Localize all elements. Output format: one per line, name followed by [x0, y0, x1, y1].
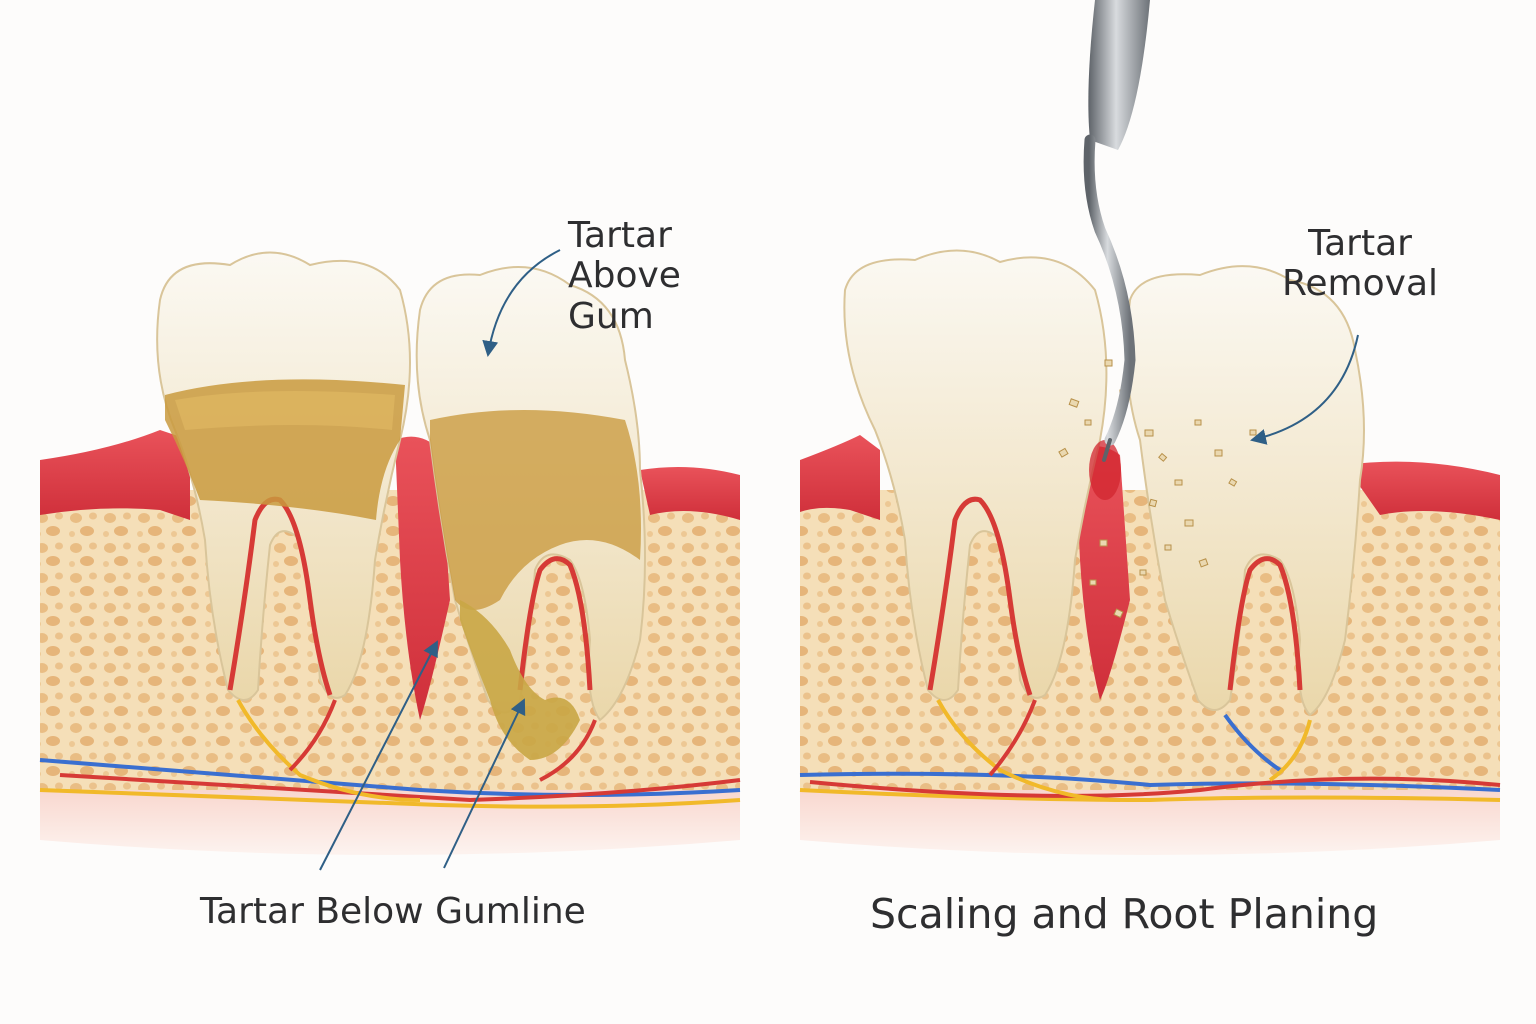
- right-panel: [799, 0, 1501, 855]
- right-gum-right: [1345, 461, 1500, 520]
- bleeding-area: [1089, 440, 1121, 500]
- left-base-tissue: [40, 770, 740, 855]
- annotation-arrows: [319, 249, 1359, 871]
- scaler-instrument: [1083, 0, 1150, 462]
- right-vessels: [799, 699, 1501, 803]
- label-above-line-2: Above: [568, 255, 681, 297]
- subgingival-tartar: [460, 600, 580, 760]
- right-molar-2: [1125, 265, 1365, 717]
- arrow-below-gumline-2: [443, 698, 526, 869]
- left-gum-right: [640, 466, 740, 520]
- label-above-line-3: Gum: [568, 295, 654, 337]
- right-gum-interdental: [1075, 446, 1130, 700]
- arrow-below-gumline-1: [319, 640, 438, 871]
- arrow-tartar-removal: [1250, 334, 1359, 445]
- arrow-above-gum: [482, 249, 561, 357]
- left-molar-2: [415, 266, 646, 760]
- label-tartar-removal: Tartar Removal: [1282, 223, 1439, 305]
- right-gum-outer: [800, 435, 880, 520]
- label-removal-line-1: Tartar: [1308, 223, 1412, 264]
- left-vessels: [39, 699, 741, 809]
- label-removal-line-2: Removal: [1282, 263, 1439, 305]
- label-tartar-below-gumline: Tartar Below Gumline: [200, 891, 586, 932]
- right-molar-1: [843, 249, 1108, 701]
- caption-scaling-root-planing: Scaling and Root Planing: [870, 890, 1379, 938]
- label-above-line-1: Tartar: [568, 215, 672, 256]
- label-tartar-above-gum: Tartar Above Gum: [568, 215, 681, 337]
- left-molar-1: [156, 251, 411, 701]
- right-base-tissue: [800, 770, 1500, 855]
- left-panel: [39, 251, 741, 855]
- left-gum-outer: [40, 430, 190, 520]
